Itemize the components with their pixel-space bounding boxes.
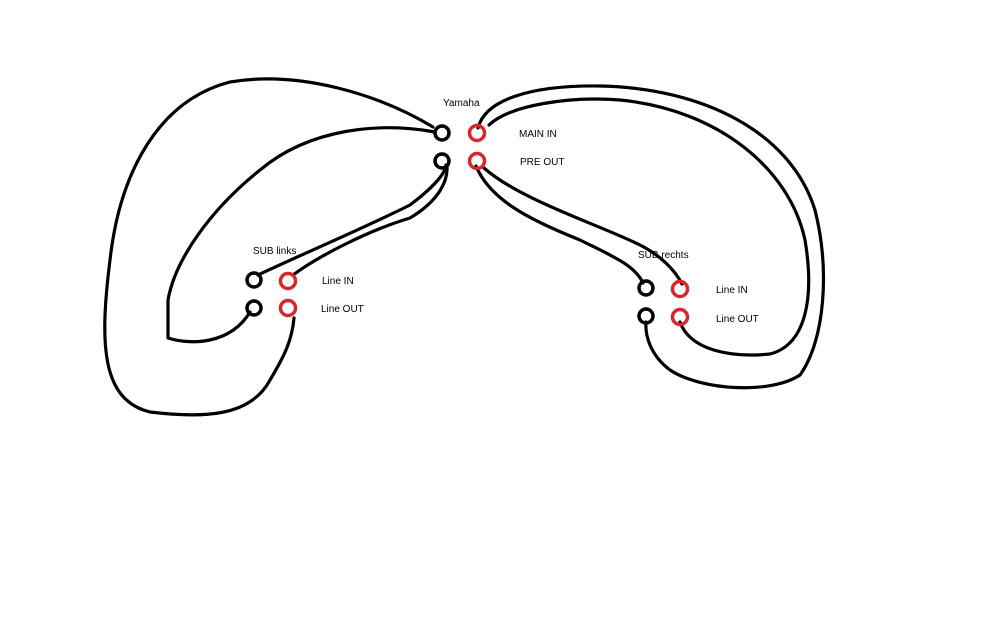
yamaha-black-jack-pre [433,152,451,170]
wire-left-line-in-black [256,163,448,277]
yamaha-black-jack-main [433,124,451,142]
yamaha-title: Yamaha [443,98,480,109]
wire-right-line-in-red [482,166,684,286]
wire-right-inner [487,97,811,357]
wire-right-outer [476,84,826,390]
pre-out-label: PRE OUT [520,157,564,168]
sub-right-red-jack-line-in [670,279,690,299]
sub-left-line-out-label: Line OUT [321,304,364,315]
wire-left-line-in-red [291,164,449,277]
sub-left-red-jack-line-in [278,271,298,291]
sub-left-line-in-label: Line IN [322,276,354,287]
sub-left-black-jack-out [245,299,263,317]
wire-right-line-in-black [474,164,645,285]
sub-left-title: SUB links [253,246,296,257]
sub-right-black-jack-out [637,307,655,325]
sub-right-red-jack-line-out [670,307,690,327]
yamaha-red-jack-pre-out [467,151,487,171]
sub-right-line-in-label: Line IN [716,285,748,296]
sub-left-black-jack-in [245,271,263,289]
sub-left-red-jack-line-out [278,298,298,318]
sub-right-black-jack-in [637,279,655,297]
wire-left-outer [103,77,435,417]
main-in-label: MAIN IN [519,129,557,140]
sub-right-title: SUB rechts [638,250,689,261]
yamaha-red-jack-main-in [467,123,487,143]
wire-left-inner [166,126,437,344]
sub-right-line-out-label: Line OUT [716,314,759,325]
